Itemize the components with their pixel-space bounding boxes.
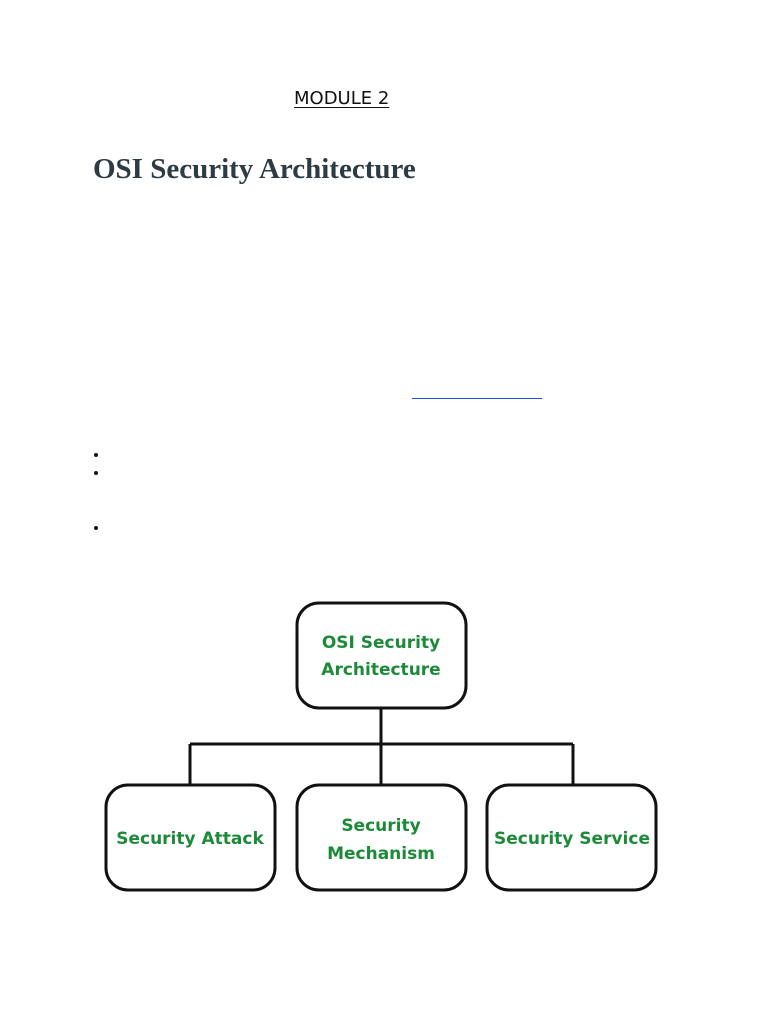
node-label: Security Attack (116, 829, 264, 849)
hyperlink-underline[interactable] (412, 398, 542, 399)
node-label: Security (341, 816, 420, 836)
node-label: Mechanism (327, 844, 435, 864)
node-security-mechanism: Security Mechanism (295, 783, 468, 892)
node-security-service: Security Service (485, 783, 658, 892)
node-label: Architecture (321, 660, 440, 680)
node-label: OSI Security (322, 633, 440, 653)
page-heading: OSI Security Architecture (93, 153, 416, 185)
node-security-attack: Security Attack (104, 783, 277, 892)
module-title: MODULE 2 (294, 88, 390, 109)
node-osi-security-architecture: OSI Security Architecture (295, 601, 468, 710)
bullet-point (94, 471, 98, 475)
bullet-point (94, 526, 98, 530)
bullet-point (94, 453, 98, 457)
node-label: Security Service (494, 829, 650, 849)
